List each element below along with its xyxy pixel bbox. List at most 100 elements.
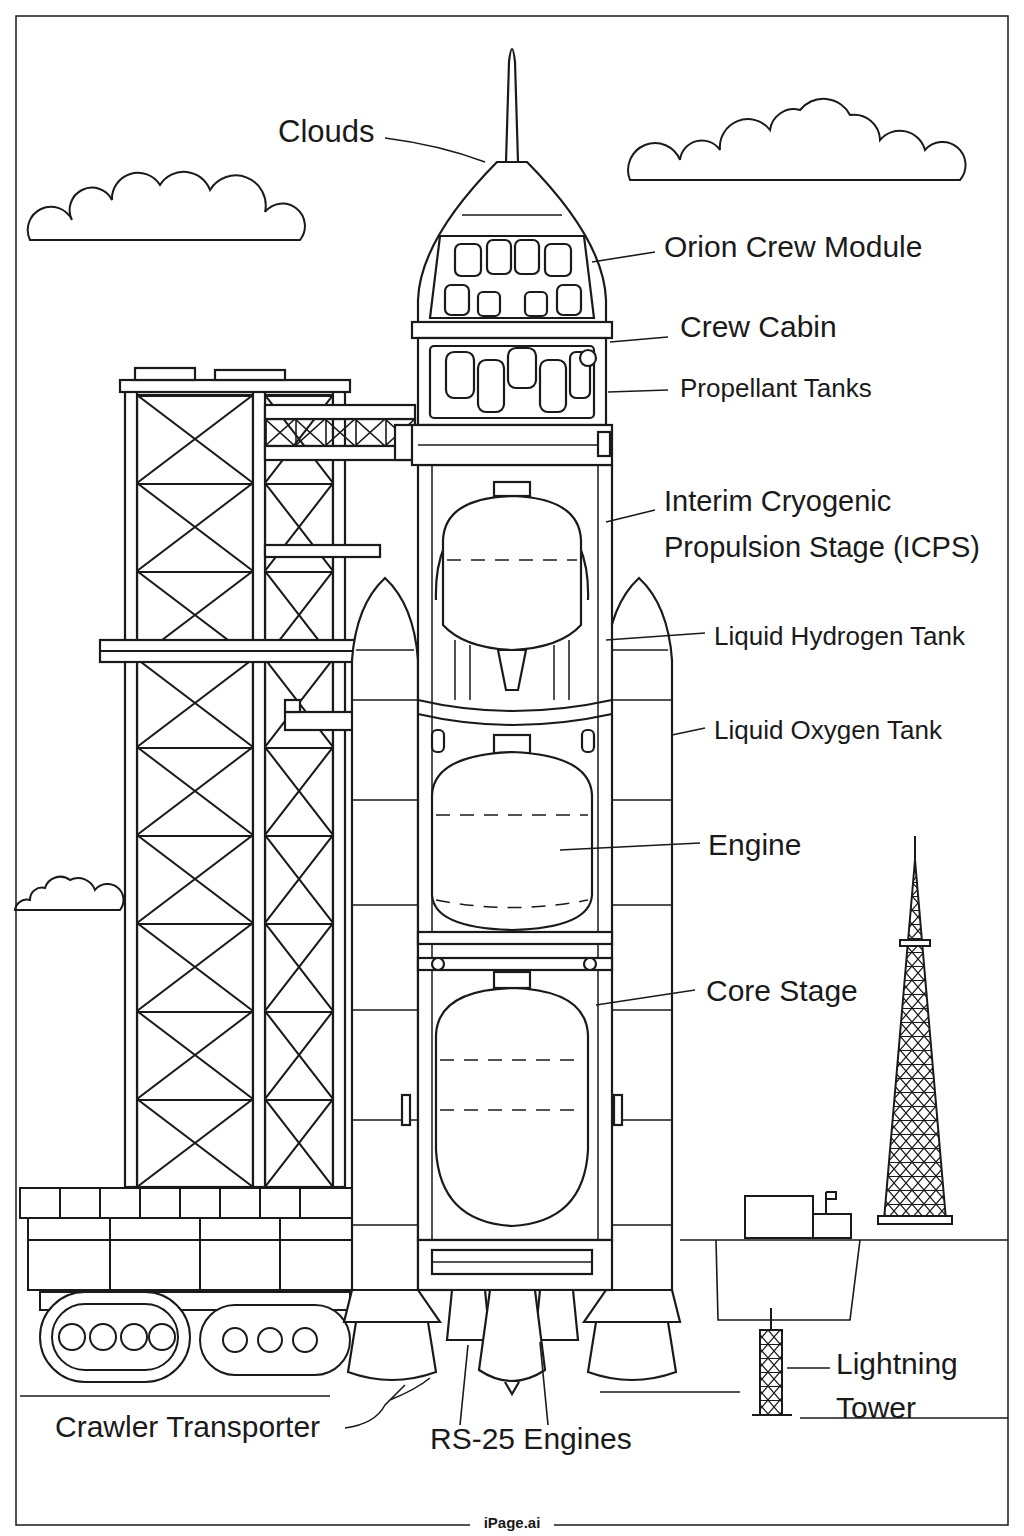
solid-rocket-booster bbox=[352, 578, 418, 1290]
lightning-tower bbox=[900, 940, 930, 946]
pad-building bbox=[826, 1192, 836, 1214]
core-stage bbox=[432, 1261, 592, 1263]
lightning-tower bbox=[878, 1216, 952, 1224]
crawler-transporter bbox=[149, 1324, 175, 1350]
pad-building bbox=[745, 1196, 813, 1238]
core-stage bbox=[418, 958, 612, 970]
core-stage bbox=[432, 730, 444, 752]
lightning-tower bbox=[914, 836, 916, 860]
crawler-transporter bbox=[258, 1328, 282, 1352]
part-label: Core Stage bbox=[706, 972, 858, 1010]
leader-line bbox=[672, 728, 705, 735]
core-stage bbox=[432, 958, 444, 970]
core-stage bbox=[418, 465, 612, 1240]
crawler-transporter bbox=[121, 1324, 147, 1350]
cloud bbox=[628, 99, 965, 180]
rs-25-engine bbox=[535, 1290, 578, 1340]
page-frame bbox=[16, 16, 1008, 1525]
part-label: Crew Cabin bbox=[680, 308, 837, 346]
orion-stack bbox=[508, 348, 536, 388]
orion-stack bbox=[478, 292, 500, 316]
orion-stack bbox=[515, 240, 539, 274]
launch-tower bbox=[265, 419, 415, 446]
orion-stack bbox=[487, 240, 511, 274]
orion-stack bbox=[598, 432, 610, 456]
core-stage bbox=[432, 1250, 592, 1274]
orion-stack bbox=[525, 292, 547, 316]
mobile-launcher bbox=[60, 1188, 300, 1218]
orion-stack bbox=[412, 49, 612, 465]
part-label: Lightning Tower bbox=[836, 1342, 986, 1430]
core-stage bbox=[447, 559, 577, 561]
orion-stack bbox=[445, 285, 469, 315]
core-stage bbox=[582, 730, 594, 752]
core-stage bbox=[418, 465, 612, 1290]
leader-line bbox=[787, 1367, 830, 1369]
part-label: Crawler Transporter bbox=[55, 1408, 320, 1446]
part-label: Clouds bbox=[278, 112, 375, 151]
leader-line bbox=[385, 138, 485, 162]
pad-building bbox=[745, 1192, 851, 1238]
part-label: Engine bbox=[708, 826, 801, 864]
launch-tower bbox=[100, 650, 355, 652]
orion-stack bbox=[580, 350, 596, 366]
core-stage bbox=[418, 700, 612, 725]
launch-tower bbox=[333, 390, 345, 1187]
leader-line bbox=[560, 843, 700, 850]
orion-stack bbox=[478, 360, 504, 412]
lightning-tower bbox=[752, 836, 952, 1415]
core-stage bbox=[584, 958, 596, 970]
solid-rocket-booster bbox=[344, 1290, 440, 1322]
core-stage bbox=[440, 1060, 584, 1110]
launch-tower bbox=[265, 405, 415, 419]
orion-stack bbox=[412, 322, 612, 338]
leader-line bbox=[606, 633, 705, 640]
leader-line bbox=[608, 390, 668, 392]
crawler-transporter bbox=[40, 1292, 350, 1382]
crawler-transporter bbox=[90, 1324, 116, 1350]
core-stage bbox=[432, 752, 592, 930]
orion-stack bbox=[557, 285, 581, 315]
core-stage bbox=[494, 482, 530, 496]
leader-line bbox=[460, 1342, 548, 1425]
orion-stack bbox=[462, 214, 562, 216]
orion-stack bbox=[446, 352, 474, 398]
crawler-transporter bbox=[200, 1305, 350, 1375]
leader-line bbox=[592, 252, 655, 262]
orion-stack bbox=[418, 444, 606, 446]
orion-stack bbox=[545, 244, 571, 276]
launch-tower bbox=[215, 370, 285, 380]
core-stage bbox=[494, 972, 530, 988]
cloud bbox=[15, 877, 124, 910]
rs-25-engine bbox=[479, 1290, 545, 1381]
mobile-launcher bbox=[28, 1218, 352, 1290]
orion-stack bbox=[506, 49, 518, 162]
watermark: iPage.ai bbox=[462, 1513, 562, 1532]
mobile-launcher bbox=[28, 1218, 352, 1290]
core-stage bbox=[443, 496, 581, 650]
orion-stack bbox=[540, 360, 566, 412]
mobile-launcher bbox=[20, 1188, 352, 1290]
orion-stack bbox=[418, 162, 606, 322]
launch-tower bbox=[125, 390, 137, 1187]
solid-rocket-booster bbox=[348, 1322, 436, 1380]
part-label: Liquid Oxygen Tank bbox=[714, 714, 942, 747]
page-frame bbox=[16, 16, 1008, 1525]
leader-line bbox=[610, 337, 668, 342]
crawler-transporter bbox=[52, 1304, 178, 1370]
crawler-transporter bbox=[59, 1324, 85, 1350]
launch-tower bbox=[285, 712, 355, 730]
orion-stack bbox=[455, 244, 481, 276]
crawler-transporter bbox=[40, 1292, 190, 1382]
orion-stack bbox=[430, 346, 594, 418]
rs-25-engine bbox=[505, 1382, 519, 1394]
solid-rocket-booster bbox=[402, 1095, 410, 1125]
part-label: RS-25 Engines bbox=[430, 1420, 632, 1458]
launch-tower bbox=[100, 640, 355, 662]
core-stage bbox=[418, 1240, 612, 1290]
lightning-tower bbox=[760, 1330, 782, 1415]
orion-stack bbox=[430, 236, 594, 318]
launch-tower bbox=[135, 368, 195, 380]
orion-stack bbox=[418, 338, 606, 425]
